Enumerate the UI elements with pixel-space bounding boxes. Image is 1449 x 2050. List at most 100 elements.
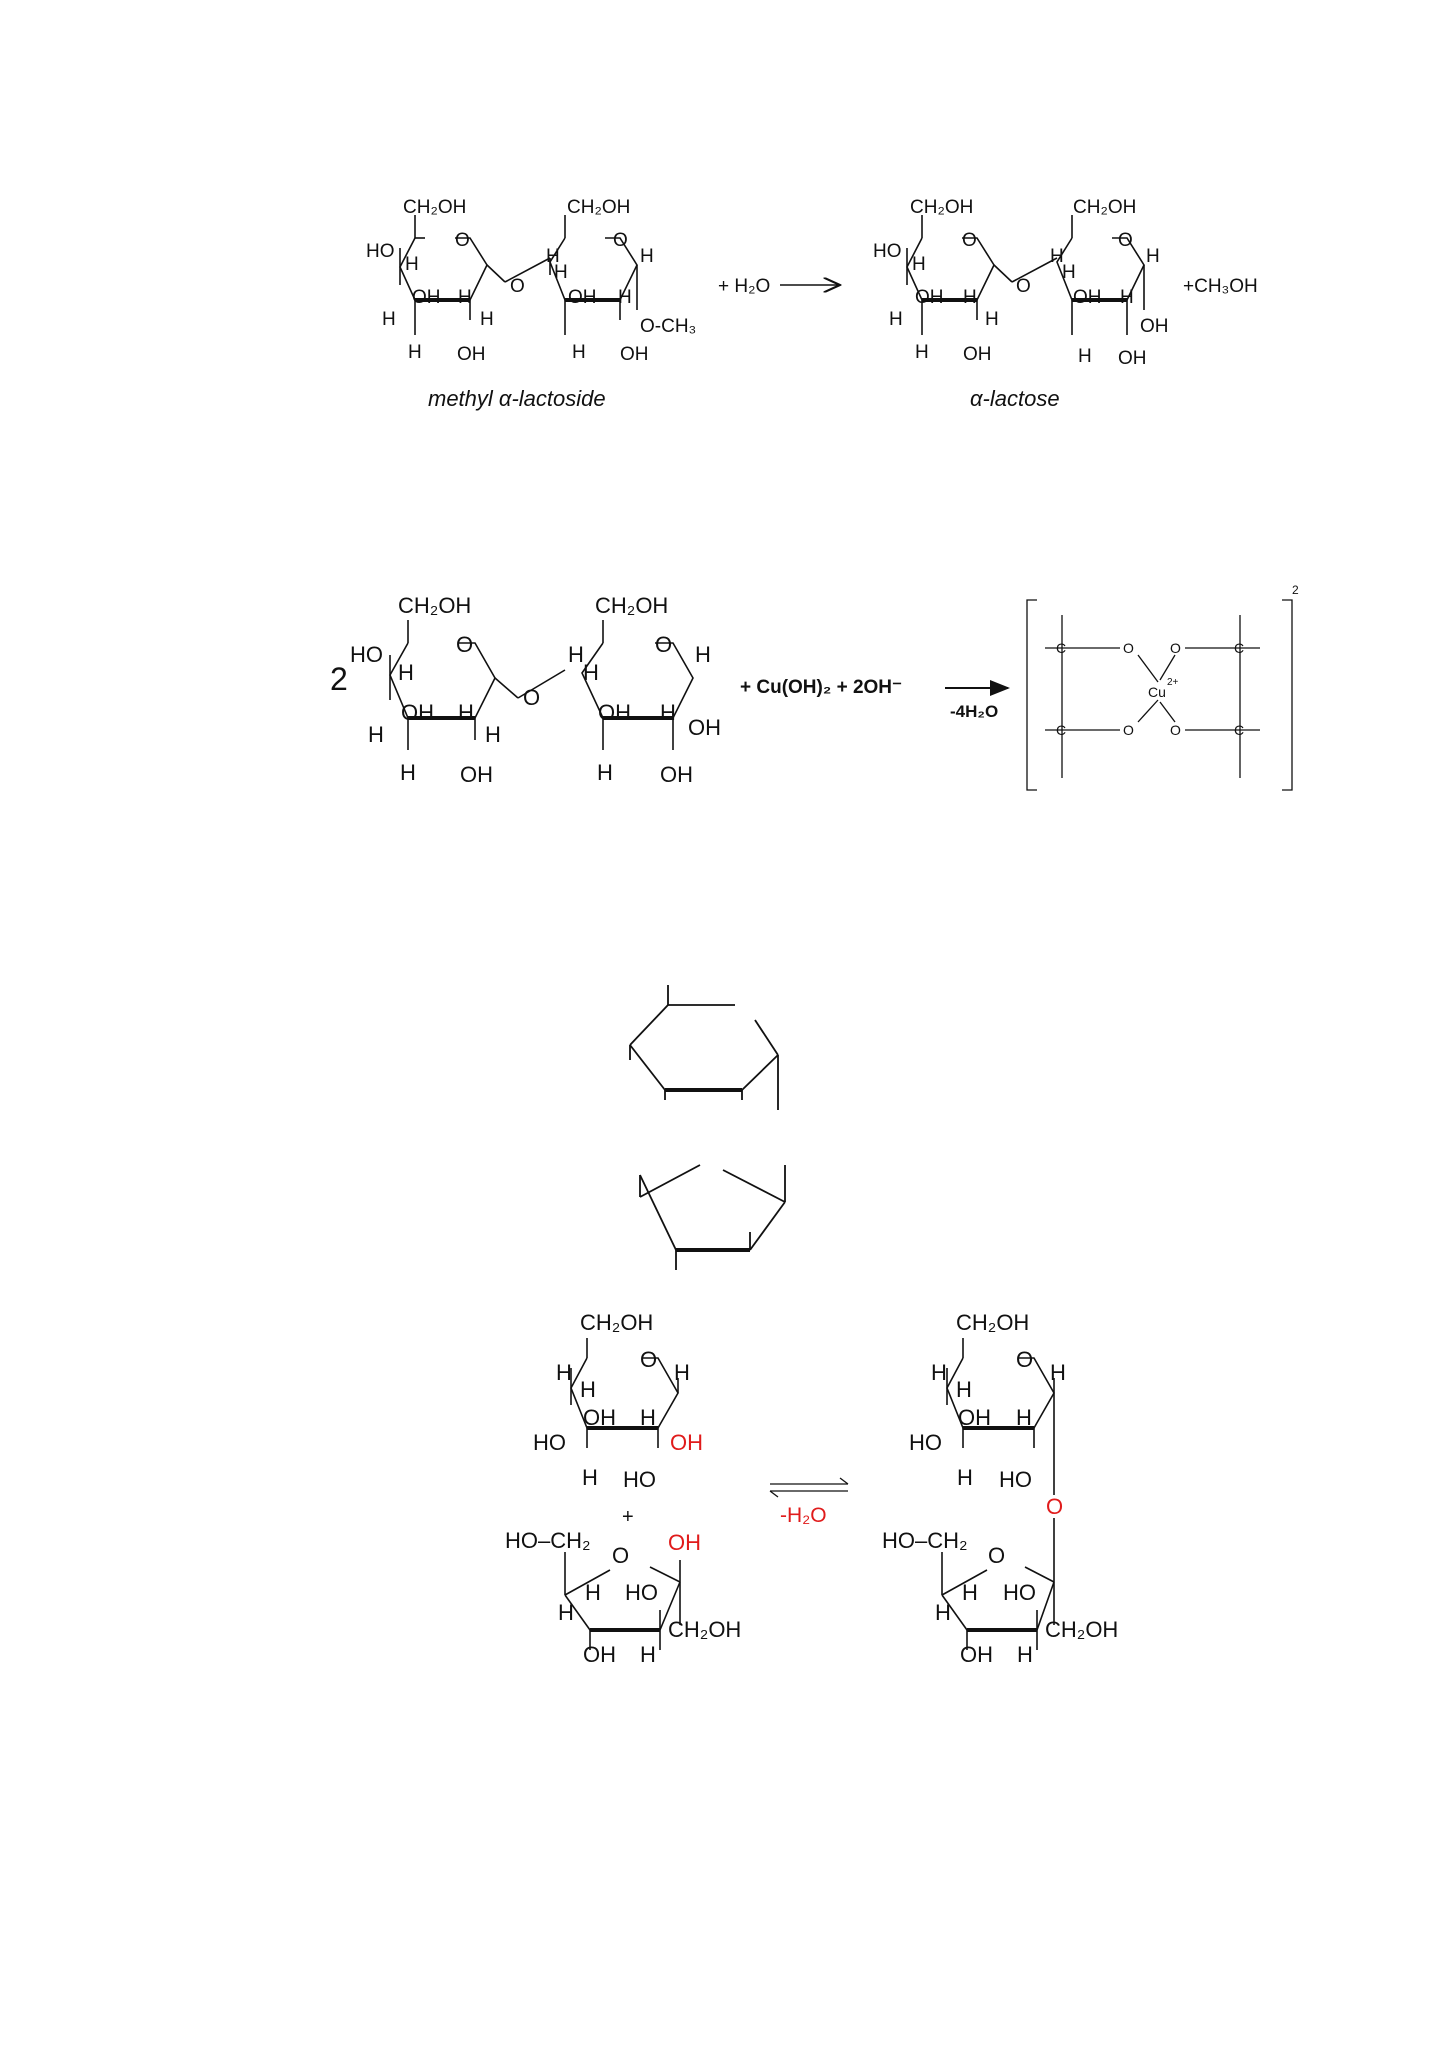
atom-label: H bbox=[1017, 1642, 1033, 1667]
caption-alpha-lactose: α-lactose bbox=[970, 386, 1060, 411]
atom-label: O bbox=[655, 632, 672, 657]
atom-label: C bbox=[1056, 722, 1066, 738]
atom-label: OH bbox=[660, 762, 693, 787]
anomeric-hydroxyl: OH bbox=[668, 1530, 701, 1555]
atom-label: O bbox=[640, 1347, 657, 1372]
reaction-2: 2 CH₂OH O HO H OH H H H H OH bbox=[330, 583, 1299, 791]
atom-label: H bbox=[1120, 287, 1134, 308]
lactose-labels: CH₂OH O HO H OH H H H H OH O CH₂OH O H H… bbox=[350, 593, 721, 787]
atom-label: H bbox=[618, 287, 632, 308]
atom-label: O bbox=[962, 230, 977, 251]
atom-label: H bbox=[368, 722, 384, 747]
atom-label: OH bbox=[401, 700, 434, 725]
atom-label: CH₂OH bbox=[956, 1310, 1029, 1335]
fructose-structure bbox=[564, 1552, 681, 1650]
glucose-labels: CH₂OH O H H H OH H HO OH H HO bbox=[533, 1310, 703, 1492]
alpha-lactose-labels: CH₂OH O HO H OH H H H H OH O CH₂OH O H H… bbox=[873, 197, 1169, 369]
atom-label: H bbox=[1050, 1360, 1066, 1385]
atom-label: C bbox=[1056, 640, 1066, 656]
atom-label: H bbox=[485, 722, 501, 747]
atom-label: OH bbox=[915, 287, 944, 308]
complex-charge: 2 bbox=[1292, 583, 1299, 597]
atom-label: C bbox=[1234, 722, 1244, 738]
atom-label: O bbox=[1016, 276, 1031, 297]
atom-label: O bbox=[510, 276, 525, 297]
sucrose-labels: CH₂OH O H H H OH H HO H HO O HO–CH₂ O H … bbox=[882, 1310, 1118, 1667]
fructose-labels: HO–CH₂ O OH H HO H CH₂OH OH H bbox=[505, 1528, 741, 1667]
atom-label: H bbox=[931, 1360, 947, 1385]
atom-label: CH₂OH bbox=[403, 197, 466, 218]
furanose-ring-template bbox=[639, 1164, 786, 1270]
copper-hydroxide-reagent: + Cu(OH)₂ + 2OH⁻ bbox=[740, 677, 902, 698]
atom-label: OH bbox=[457, 344, 486, 365]
atom-label: H bbox=[1062, 262, 1076, 283]
atom-label: C bbox=[1234, 640, 1244, 656]
sucrose-structure bbox=[941, 1338, 1055, 1650]
atom-label: H bbox=[660, 700, 676, 725]
atom-label: HO bbox=[350, 642, 383, 667]
atom-label: O bbox=[1123, 640, 1134, 656]
atom-label: H bbox=[408, 342, 422, 363]
atom-label: CH₂OH bbox=[668, 1617, 741, 1642]
atom-label: OH bbox=[460, 762, 493, 787]
atom-label: H bbox=[400, 760, 416, 785]
atom-label: H bbox=[640, 1405, 656, 1430]
atom-label: O bbox=[1170, 722, 1181, 738]
atom-label: HO–CH₂ bbox=[505, 1528, 591, 1553]
atom-label: H bbox=[889, 309, 903, 330]
atom-label: O-CH₃ bbox=[640, 316, 696, 337]
atom-label: H bbox=[405, 254, 419, 275]
atom-label: O bbox=[523, 685, 540, 710]
atom-label: HO bbox=[999, 1467, 1032, 1492]
atom-label: H bbox=[962, 1580, 978, 1605]
atom-label: HO bbox=[533, 1430, 566, 1455]
atom-label: OH bbox=[583, 1405, 616, 1430]
atom-label: H bbox=[915, 342, 929, 363]
atom-label: O bbox=[455, 230, 470, 251]
atom-label: OH bbox=[963, 344, 992, 365]
atom-label: H bbox=[1146, 246, 1160, 267]
reagent-water: + H₂O bbox=[718, 276, 770, 297]
atom-label: H bbox=[935, 1600, 951, 1625]
atom-label: H bbox=[546, 246, 560, 267]
atom-label: H bbox=[458, 700, 474, 725]
atom-label: HO bbox=[366, 241, 395, 262]
atom-label: CH₂OH bbox=[595, 593, 668, 618]
atom-label: H bbox=[957, 1465, 973, 1490]
atom-label: H bbox=[585, 1580, 601, 1605]
atom-label: H bbox=[956, 1377, 972, 1402]
glycosidic-oxygen: O bbox=[1046, 1494, 1063, 1519]
atom-label: H bbox=[597, 760, 613, 785]
atom-label: H bbox=[912, 254, 926, 275]
atom-label: H bbox=[580, 1377, 596, 1402]
equilibrium-arrows bbox=[769, 1477, 849, 1498]
atom-label: H bbox=[458, 287, 472, 308]
water-loss-label: -4H₂O bbox=[950, 702, 998, 721]
atom-label: H bbox=[640, 246, 654, 267]
atom-label: H bbox=[583, 660, 599, 685]
atom-label: H bbox=[695, 642, 711, 667]
atom-label: H bbox=[963, 287, 977, 308]
water-loss-label: -H₂O bbox=[780, 1504, 827, 1527]
methyl-lactoside-structure bbox=[399, 215, 638, 335]
copper-charge: 2+ bbox=[1167, 677, 1179, 688]
atom-label: H bbox=[554, 262, 568, 283]
atom-label: HO bbox=[623, 1467, 656, 1492]
atom-label: CH₂OH bbox=[580, 1310, 653, 1335]
atom-label: H bbox=[568, 642, 584, 667]
atom-label: H bbox=[1078, 346, 1092, 367]
atom-label: H bbox=[674, 1360, 690, 1385]
atom-label: OH bbox=[1118, 348, 1147, 369]
methyl-lactoside-labels: CH₂OH O HO H OH H H H H OH O CH₂OH O H H… bbox=[366, 197, 696, 365]
atom-label: H bbox=[398, 660, 414, 685]
glucose-structure bbox=[570, 1338, 679, 1448]
atom-label: H bbox=[382, 309, 396, 330]
atom-label: CH₂OH bbox=[398, 593, 471, 618]
atom-label: H bbox=[556, 1360, 572, 1385]
reaction-1: CH₂OH O HO H OH H H H H OH O CH₂OH O H H… bbox=[366, 197, 1258, 411]
atom-label: HO bbox=[1003, 1580, 1036, 1605]
pyranose-ring-template bbox=[629, 985, 779, 1110]
atom-label: OH bbox=[583, 1642, 616, 1667]
atom-label: OH bbox=[958, 1405, 991, 1430]
atom-label: H bbox=[558, 1600, 574, 1625]
